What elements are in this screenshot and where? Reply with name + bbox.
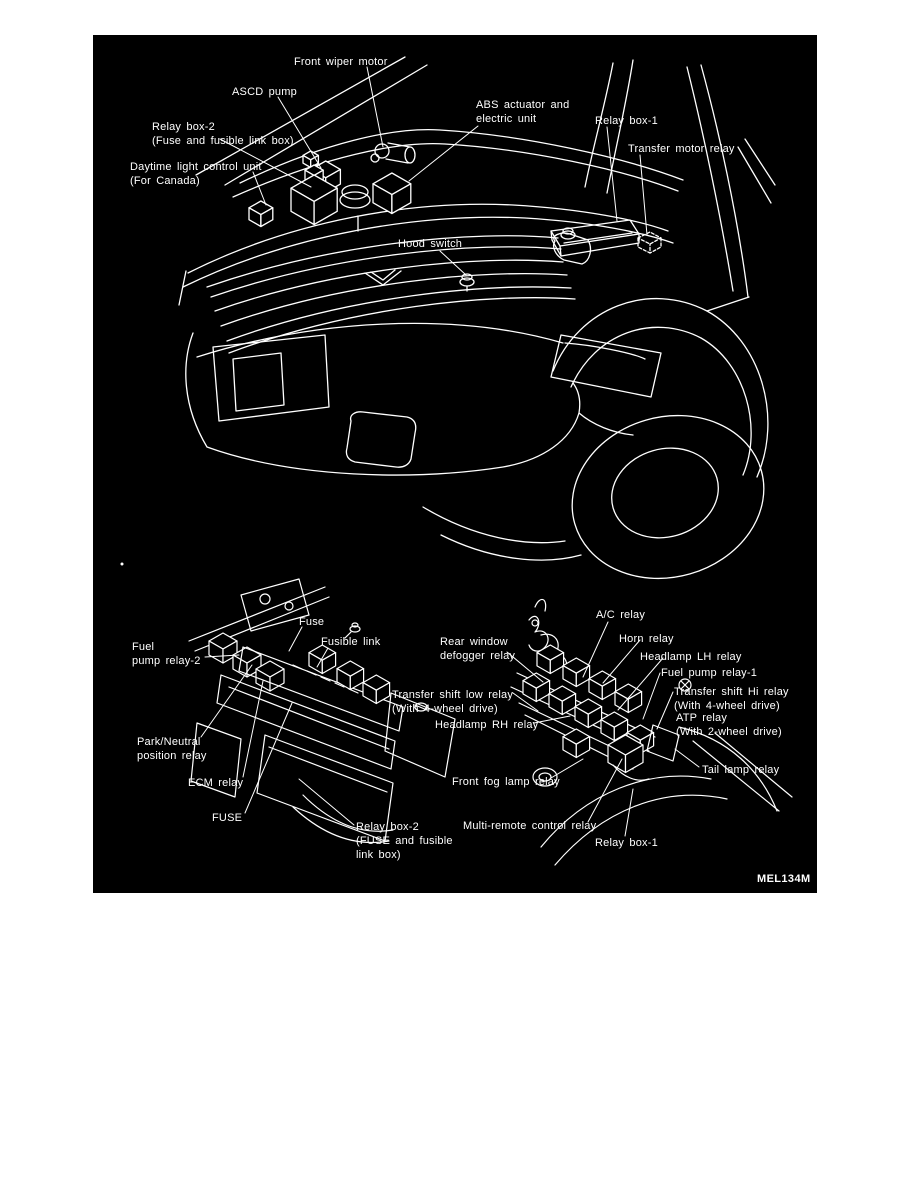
label-relay-box-1-detail: Relay box-1 xyxy=(595,837,658,849)
label-horn-relay: Horn relay xyxy=(619,633,674,645)
label-fuel-pump-relay-2: Fuel pump relay-2 xyxy=(132,641,201,667)
label-front-wiper-motor: Front wiper motor xyxy=(294,56,388,68)
label-ac-relay: A/C relay xyxy=(596,609,646,621)
label-transfer-motor-relay: Transfer motor relay xyxy=(628,143,735,155)
label-fusible-link: Fusible link xyxy=(321,636,381,648)
label-multi-remote-control-relay: Multi-remote control relay xyxy=(463,820,597,832)
label-daytime-light-control-unit: Daytime light control unit (For Canada) xyxy=(130,161,262,187)
label-relay-box-2: Relay box-2 (Fuse and fusible link box) xyxy=(152,121,294,147)
label-atp-relay: ATP relay (With 2-wheel drive) xyxy=(676,712,782,738)
label-transfer-shift-hi-relay: Transfer shift Hi relay (With 4-wheel dr… xyxy=(674,686,789,712)
label-hood-switch: Hood switch xyxy=(398,238,463,250)
label-park-neutral-position-relay: Park/Neutral position relay xyxy=(137,736,207,762)
label-headlamp-lh-relay: Headlamp LH relay xyxy=(640,651,742,663)
label-ascd-pump: ASCD pump xyxy=(232,86,297,98)
label-abs-actuator: ABS actuator and electric unit xyxy=(476,99,570,125)
label-relay-box-1: Relay box-1 xyxy=(595,115,658,127)
relay-box-2-detail-art xyxy=(120,562,456,843)
label-ecm-relay: ECM relay xyxy=(188,777,244,789)
leader-lines xyxy=(201,67,699,836)
relay-box-1-detail-art xyxy=(511,599,792,865)
engine-bay-components xyxy=(248,143,661,291)
label-rear-window-defogger-relay: Rear window defogger relay xyxy=(440,636,516,662)
label-fuel-pump-relay-1: Fuel pump relay-1 xyxy=(661,667,758,679)
label-transfer-shift-low-relay: Transfer shift low relay (With 4-wheel d… xyxy=(392,689,514,715)
figure-code: MEL134M xyxy=(757,873,811,885)
label-fuse: Fuse xyxy=(299,616,325,628)
label-fuse-caps: FUSE xyxy=(212,812,243,824)
diagram-line-art xyxy=(120,35,817,893)
label-front-fog-lamp-relay: Front fog lamp relay xyxy=(452,776,560,788)
label-relay-box-2-detail: Relay box-2 (FUSE and fusible link box) xyxy=(356,821,453,861)
label-tail-lamp-relay: Tail lamp relay xyxy=(702,764,780,776)
component-location-diagram: Front wiper motor ASCD pump ABS actuator… xyxy=(93,35,817,893)
label-headlamp-rh-relay: Headlamp RH relay xyxy=(435,719,539,731)
vehicle-outline xyxy=(179,57,783,601)
